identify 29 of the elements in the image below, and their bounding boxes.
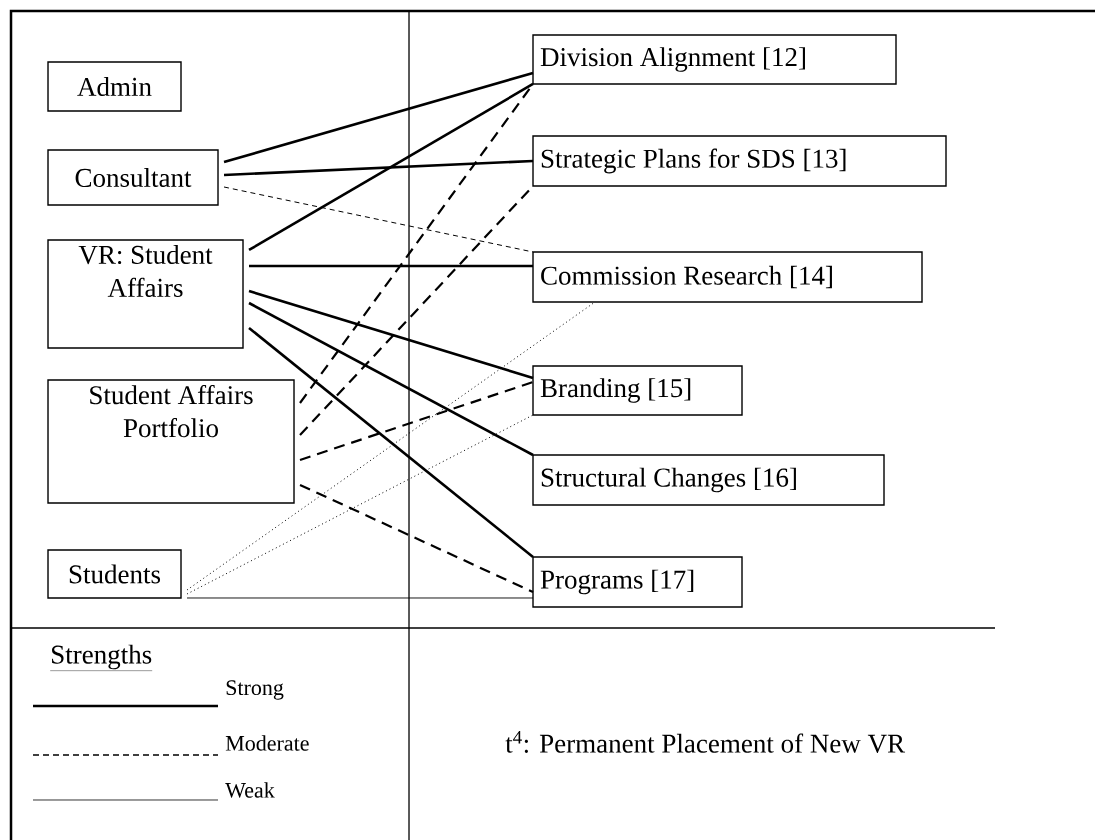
process-box: Structural Changes [16] — [532, 454, 885, 506]
text-label: Strengths — [50, 644, 153, 671]
process-box: Commission Research [14] — [532, 251, 923, 303]
process-box: Student Affairs Portfolio — [47, 379, 295, 504]
connector-line — [248, 327, 534, 558]
legend-label: Moderate — [225, 735, 309, 751]
connector-line — [248, 289, 534, 380]
legend-label: Weak — [225, 782, 275, 798]
connector-line — [248, 301, 534, 457]
connector-line — [186, 597, 534, 599]
process-box: Programs [17] — [532, 556, 743, 608]
connector-line — [186, 301, 596, 591]
process-box: Branding [15] — [532, 365, 743, 416]
connector-line — [223, 159, 534, 177]
connector-line — [249, 264, 533, 268]
connector-line — [186, 414, 534, 595]
process-box: Strategic Plans for SDS [13] — [532, 135, 947, 187]
text-label: t$^{4}$: Permanent Placement of New VR — [505, 731, 906, 753]
connector-line — [248, 82, 534, 252]
process-box: Admin — [47, 61, 182, 112]
connector-line — [223, 71, 534, 164]
connector-line — [299, 380, 534, 462]
process-box: Students — [47, 549, 182, 599]
connector-line — [299, 484, 534, 593]
process-box: VR: Student Affairs — [47, 239, 244, 349]
process-box: Consultant — [47, 149, 219, 206]
legend-label: Strong — [226, 680, 284, 700]
process-box: Division Alignment [12] — [532, 34, 897, 85]
connector-line — [223, 186, 534, 253]
